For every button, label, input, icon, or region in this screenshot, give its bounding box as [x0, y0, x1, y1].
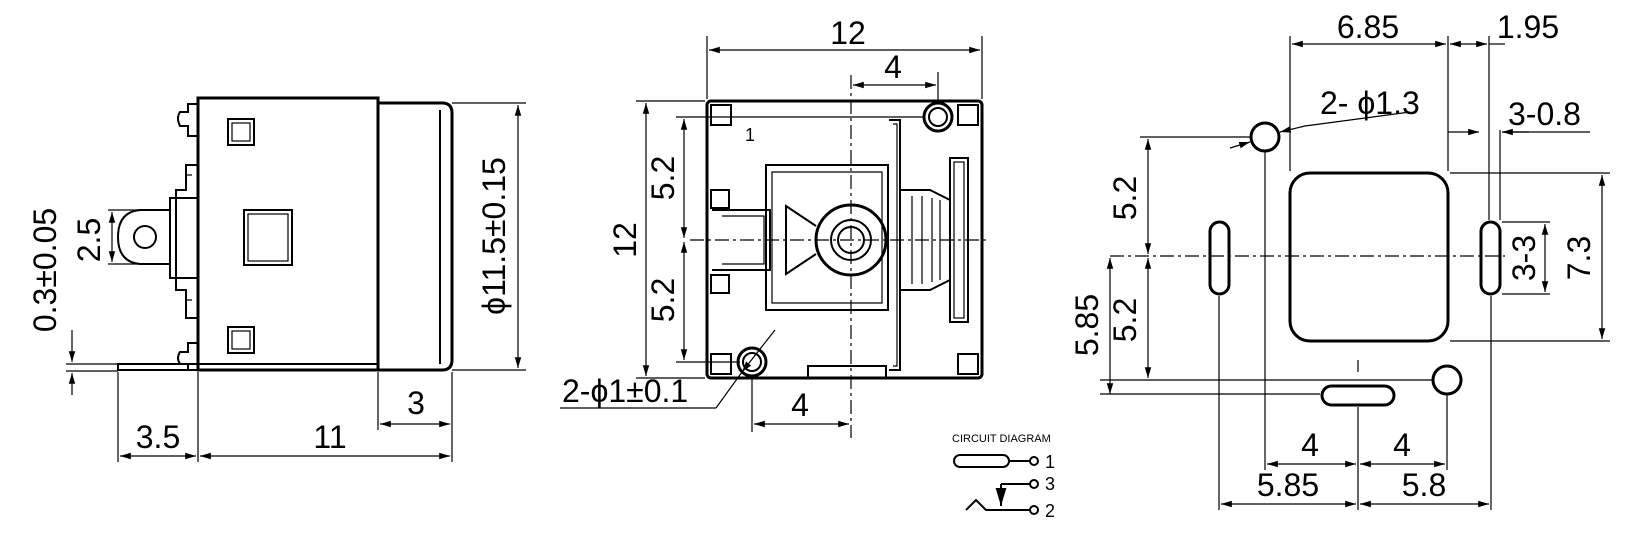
fp-dim-3-3: 3-3 — [1506, 235, 1542, 281]
footprint-hole-top — [1249, 121, 1281, 153]
slot-right — [1479, 220, 1502, 296]
fp-dim-6-85: 6.85 — [1337, 9, 1399, 45]
circuit-title: CIRCUIT DIAGRAM — [952, 433, 1051, 445]
front-dim-holes: 2-ϕ1±0.1 — [562, 373, 688, 409]
front-dim-width: 12 — [830, 15, 866, 51]
circuit-pin-1: 1 — [1045, 452, 1055, 472]
circuit-pin-3: 3 — [1045, 474, 1055, 494]
dim-11: 11 — [313, 419, 346, 455]
barrel-body — [376, 101, 454, 372]
circuit-pin-2: 2 — [1045, 501, 1055, 521]
dim-tab-width: 2.5 — [71, 218, 107, 262]
pin-label-1: 1 — [745, 125, 755, 145]
fp-dim-upper-5-2: 5.2 — [1107, 176, 1143, 220]
window-center — [243, 209, 293, 266]
window-bottom — [227, 326, 255, 354]
fp-dim-5-85-bottom: 5.85 — [1257, 467, 1319, 503]
fp-dim-4-left: 4 — [1301, 427, 1319, 463]
fp-dim-4-right: 4 — [1393, 427, 1411, 463]
footprint-pad — [1288, 171, 1450, 343]
slot-left — [1208, 220, 1231, 296]
fp-dim-7-3: 7.3 — [1561, 236, 1597, 280]
front-outline — [705, 99, 984, 380]
footprint-view: 6.85 1.95 2- ϕ1.3 3-0.8 5.2 5.2 5.85 3-3 — [1069, 9, 1610, 510]
front-dim-upper-5-2: 5.2 — [645, 156, 681, 200]
fp-dim-1-95: 1.95 — [1497, 9, 1559, 45]
front-view: 1 12 4 12 — [560, 15, 990, 438]
dim-diameter: ϕ11.5±0.15 — [476, 157, 512, 315]
front-dim-bottom-4: 4 — [791, 387, 809, 423]
slot-bottom — [1320, 384, 1396, 407]
front-dim-height: 12 — [607, 222, 643, 258]
fp-dim-5-85-left: 5.85 — [1069, 294, 1105, 356]
side-view: 2.5 0.3±0.05 ϕ11.5±0.15 3.5 11 3 — [27, 96, 526, 462]
dim-thickness: 0.3±0.05 — [27, 208, 63, 332]
fp-dim-5-8: 5.8 — [1402, 467, 1446, 503]
fp-dim-lower-5-2: 5.2 — [1107, 298, 1143, 342]
fp-dim-holes: 2- ϕ1.3 — [1320, 85, 1420, 121]
front-dim-lower-5-2: 5.2 — [645, 278, 681, 322]
footprint-hole-bottom — [1431, 364, 1463, 396]
front-dim-top-4: 4 — [884, 49, 902, 85]
dim-3: 3 — [407, 385, 425, 421]
dim-3-5: 3.5 — [136, 419, 180, 455]
fp-dim-slots: 3-0.8 — [1508, 96, 1581, 132]
circuit-diagram: CIRCUIT DIAGRAM 1 3 2 — [952, 433, 1055, 521]
window-top — [227, 118, 255, 146]
tab-hole — [133, 225, 157, 249]
solder-tab — [116, 209, 170, 265]
